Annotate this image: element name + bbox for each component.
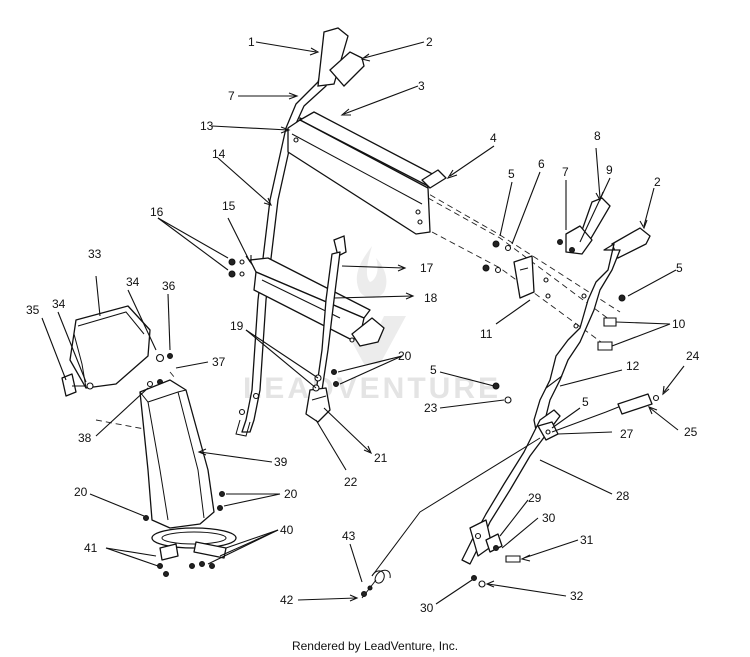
watermark-text: LEADVENTURE [243,372,501,405]
callout-27: 27 [620,427,634,441]
panel-hardware [482,239,626,351]
shift-rod [371,393,660,577]
callout-34: 34 [52,297,66,311]
callout-16: 16 [150,205,164,219]
shift-hardware [471,533,521,588]
callout-24: 24 [686,349,700,363]
callout-7: 7 [562,165,569,179]
callout-18: 18 [424,291,438,305]
lower-handle-hardware [492,382,559,441]
callout-31: 31 [580,533,594,547]
right-lower-handle [461,409,561,565]
bracket [513,255,535,299]
callout-28: 28 [616,489,630,503]
chute-crank-bracket [249,257,385,347]
cable-sleeve [421,169,447,189]
callout-34: 34 [126,275,140,289]
callout-6: 6 [538,157,545,171]
callout-36: 36 [162,279,176,293]
leader-lines [41,41,685,605]
callout-43: 43 [342,529,356,543]
left-grips [317,27,365,87]
callout-19: 19 [230,319,244,333]
callout-29: 29 [528,491,542,505]
callout-42: 42 [280,593,294,607]
left-upper-handle [235,39,339,437]
spiral-rod [361,569,391,599]
callout-17: 17 [420,261,434,275]
callout-22: 22 [344,475,358,489]
callout-5: 5 [582,395,589,409]
handle-hardware [228,258,245,278]
callout-23: 23 [424,401,438,415]
callout-2: 2 [654,175,661,189]
callout-12: 12 [626,359,640,373]
callout-11: 11 [480,327,493,341]
callout-5: 5 [508,167,515,181]
callout-30: 30 [420,601,434,615]
callout-30: 30 [542,511,556,525]
callout-38: 38 [78,431,92,445]
callout-4: 4 [490,131,497,145]
callout-20: 20 [398,349,412,363]
chute-crank [305,235,347,423]
callout-5: 5 [430,363,437,377]
callout-21: 21 [374,451,388,465]
callout-1: 1 [248,35,255,49]
callout-8: 8 [594,129,601,143]
callout-25: 25 [684,425,698,439]
callout-9: 9 [606,163,613,177]
callout-2: 2 [426,35,433,49]
watermark-flame-icon [356,246,387,298]
callout-15: 15 [222,199,236,213]
callout-3: 3 [418,79,425,93]
callout-13: 13 [200,119,214,133]
callout-37: 37 [212,355,226,369]
callout-40: 40 [280,523,294,537]
callout-14: 14 [212,147,226,161]
callout-32: 32 [570,589,584,603]
right-upper-handle [533,197,651,431]
footer-credit: Rendered by LeadVenture, Inc. [291,639,459,653]
chute-base-ring [151,527,237,577]
callouts: 1 2 2 3 4 5 5 5 5 6 7 7 8 9 10 11 12 13 … [26,35,700,615]
callout-39: 39 [274,455,288,469]
chute-deflector [69,305,151,389]
callout-7: 7 [228,89,235,103]
callout-35: 35 [26,303,40,317]
callout-41: 41 [84,541,98,555]
discharge-chute [139,379,225,529]
callout-33: 33 [88,247,102,261]
control-panel [287,111,441,235]
callout-20: 20 [74,485,88,499]
callout-10: 10 [672,317,686,331]
callout-5: 5 [676,261,683,275]
callout-20: 20 [284,487,298,501]
